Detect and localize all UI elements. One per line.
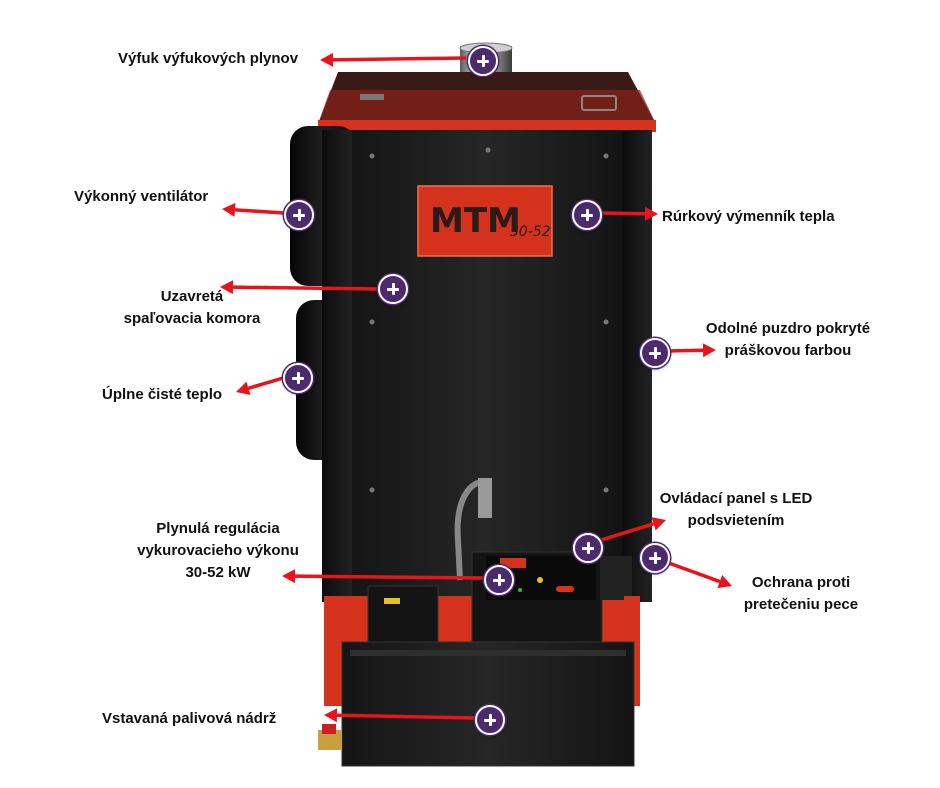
arrow-clean-heat-head <box>236 381 251 395</box>
hotspot-control-panel-plus-icon[interactable] <box>573 533 603 563</box>
hose-fitting <box>478 478 492 518</box>
hotspot-power-regulation-plus-icon[interactable] <box>484 565 514 595</box>
logo-plate: MTM 30-52 <box>417 185 553 257</box>
label-fan: Výkonný ventilátor <box>74 188 209 205</box>
arrow-control-panel-line <box>597 522 655 543</box>
arrow-overflow-protection-head <box>717 574 732 589</box>
ignition-box <box>367 585 439 651</box>
arrow-overflow-protection-line <box>665 560 721 584</box>
arrow-power-regulation-line <box>294 574 485 580</box>
hotspot-exhaust-plus-icon[interactable] <box>468 46 498 76</box>
label-clean-heat: Úplne čisté teplo <box>102 386 223 403</box>
label-combustion-chamber: Uzavretá spaľovacia komora <box>123 288 261 327</box>
arrow-fan-head <box>222 202 236 217</box>
logo-model: 30-52 <box>510 224 551 240</box>
arrow-heat-exchanger-line <box>597 211 646 216</box>
arrow-fuel-tank-line <box>336 713 476 720</box>
label-heat-exchanger: Rúrkový výmenník tepla <box>662 208 835 225</box>
hotspot-combustion-chamber-plus-icon[interactable] <box>378 274 408 304</box>
arrow-fan-line <box>234 208 285 215</box>
arrow-exhaust-head <box>320 52 334 67</box>
hotspot-heat-exchanger-plus-icon[interactable] <box>572 200 602 230</box>
label-overflow-protection: Ochrana proti pretečeniu pece <box>743 574 859 613</box>
fuel-tank-body <box>318 641 635 767</box>
label-casing: Odolné puzdro pokryté práškovou farbou <box>705 320 871 359</box>
arrow-casing-head <box>702 343 716 358</box>
hotspot-overflow-protection-plus-icon[interactable] <box>640 543 670 573</box>
label-fuel-tank: Vstavaná palivová nádrž <box>102 710 277 727</box>
arrow-combustion-chamber-head <box>220 280 234 295</box>
hotspot-fan-plus-icon[interactable] <box>284 200 314 230</box>
logo-brand: MTM <box>430 201 521 241</box>
arrow-exhaust-line <box>332 56 467 62</box>
hotspot-fuel-tank-plus-icon[interactable] <box>475 705 505 735</box>
top-cover <box>318 72 656 132</box>
arrow-fuel-tank-head <box>324 708 338 723</box>
arrow-clean-heat-line <box>247 376 284 390</box>
arrow-control-panel-head <box>651 517 666 531</box>
arrow-power-regulation-head <box>282 569 296 584</box>
arrow-heat-exchanger-head <box>644 206 658 221</box>
label-power-regulation: Plynulá regulácia vykurovacieho výkonu 3… <box>137 520 299 581</box>
arrow-combustion-chamber-line <box>232 285 379 291</box>
arrow-casing-line <box>665 348 704 353</box>
hotspot-clean-heat-plus-icon[interactable] <box>283 363 313 393</box>
label-exhaust: Výfuk výfukových plynov <box>118 50 299 67</box>
hotspot-casing-plus-icon[interactable] <box>640 338 670 368</box>
label-control-panel: Ovládací panel s LED podsvietením <box>659 490 813 529</box>
arrows <box>220 52 732 723</box>
